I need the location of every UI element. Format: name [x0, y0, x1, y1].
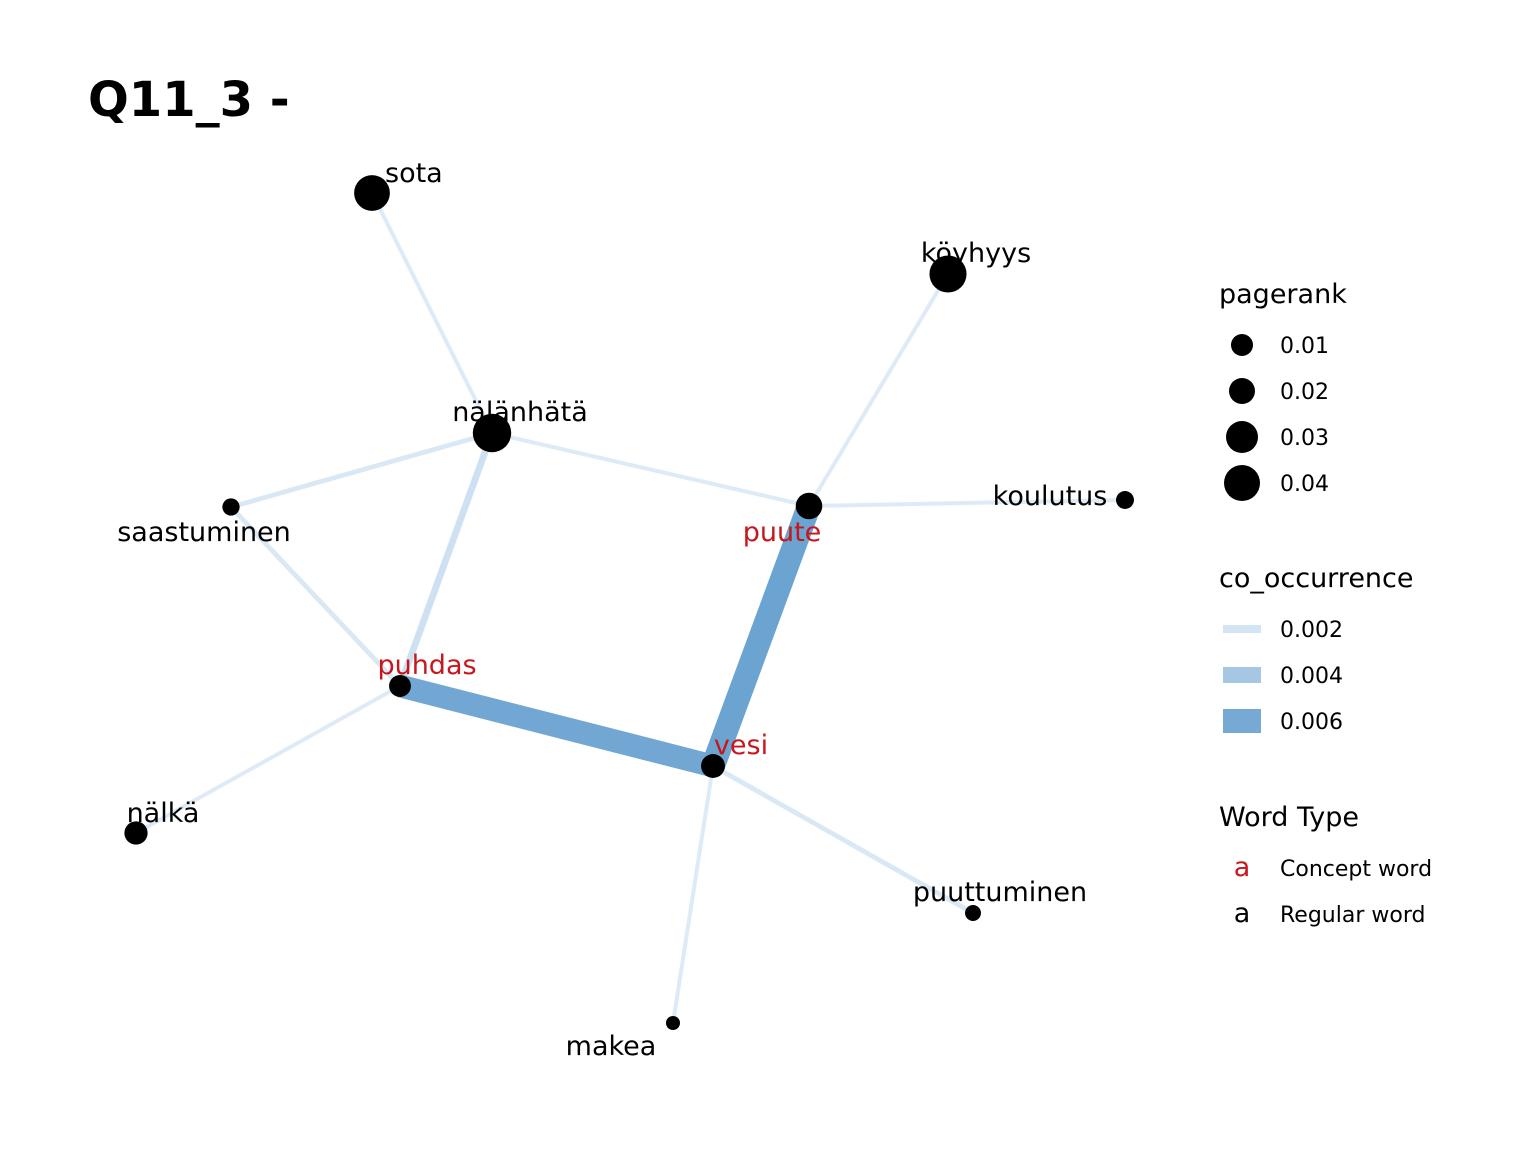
node-makea [666, 1016, 680, 1030]
node-vesi [701, 754, 725, 778]
legend-pagerank-label: 0.04 [1280, 472, 1329, 497]
node-puute [795, 492, 823, 520]
node-nalanhata [472, 413, 512, 453]
legend-cooccurrence-items: 0.002 0.004 0.006 [1223, 618, 1343, 735]
node-label-koyhyys: köyhyys [921, 238, 1031, 269]
legend-pagerank-dot [1229, 378, 1255, 404]
legend-cooccurrence-label: 0.002 [1280, 618, 1343, 643]
node-label-nalka: nälkä [127, 798, 200, 829]
node-puuttuminen [965, 905, 981, 921]
edge-vesi-puuttuminen [711, 763, 975, 916]
node-koyhyys [929, 255, 967, 293]
node-label-puuttuminen: puuttuminen [913, 877, 1087, 908]
node-sota [354, 175, 390, 211]
legend-cooccurrence-swatch [1223, 667, 1261, 683]
legend-cooccurrence-swatch [1223, 625, 1261, 633]
edge-puhdas-vesi [397, 674, 716, 778]
node-label-puute: puute [743, 517, 822, 548]
legend-pagerank-label: 0.03 [1280, 426, 1329, 451]
legend-wordtype-title: Word Type [1219, 802, 1359, 833]
legend-cooccurrence-title: co_occurrence [1219, 563, 1414, 594]
node-label-saastuminen: saastuminen [117, 517, 291, 548]
edge-puhdas-nalka [135, 684, 401, 835]
edge-sota-nalanhata [370, 192, 494, 434]
node-nalka [124, 821, 148, 845]
edge-puute-vesi [701, 501, 821, 771]
edge-nalanhata-puute [491, 431, 810, 508]
legend-pagerank-label: 0.02 [1280, 380, 1329, 405]
node-koulutus [1116, 491, 1134, 509]
node-label-nalanhata: nälänhätä [452, 397, 588, 428]
edge-koyhyys-puute [807, 272, 950, 508]
labels-layer: sota köyhyys nälänhätä saastuminen puute koul… [117, 158, 1107, 1062]
legend-cooccurrence-label: 0.004 [1280, 664, 1343, 689]
legend-wordtype-label: Regular word [1280, 903, 1425, 928]
node-label-koulutus: koulutus [993, 481, 1108, 512]
legend-wordtype-label: Concept word [1280, 857, 1432, 882]
legend-cooccurrence-swatch [1223, 709, 1261, 733]
legend: pagerank 0.010.020.030.04 co_occurrence … [1219, 279, 1432, 929]
edge-nalanhata-puhdas [396, 431, 496, 688]
node-saastuminen [222, 498, 240, 516]
legend-pagerank-dot [1224, 465, 1260, 501]
edges-layer [135, 192, 1126, 1024]
legend-pagerank-dot [1231, 334, 1253, 356]
node-puhdas [389, 675, 411, 697]
legend-cooccurrence-label: 0.006 [1280, 710, 1343, 735]
edge-saastuminen-puhdas [229, 505, 402, 688]
node-label-vesi: vesi [714, 730, 768, 761]
legend-pagerank-items: 0.01 0.02 0.03 0.04 [1224, 334, 1329, 501]
node-label-puhdas: puhdas [377, 650, 476, 681]
edge-puute-koulutus [808, 498, 1126, 508]
edge-nalanhata-saastuminen [230, 430, 493, 510]
node-label-sota: sota [385, 158, 443, 189]
legend-pagerank-label: 0.01 [1280, 334, 1329, 359]
legend-wordtype-glyph: a [1234, 898, 1251, 929]
chart-title: Q11_3 - [88, 72, 290, 128]
edge-vesi-makea [671, 765, 715, 1024]
legend-pagerank-dot [1226, 421, 1258, 453]
legend-wordtype-glyph: a [1234, 852, 1251, 883]
node-label-makea: makea [566, 1031, 657, 1062]
legend-pagerank-title: pagerank [1219, 279, 1347, 310]
nodes-layer [124, 175, 1134, 1030]
